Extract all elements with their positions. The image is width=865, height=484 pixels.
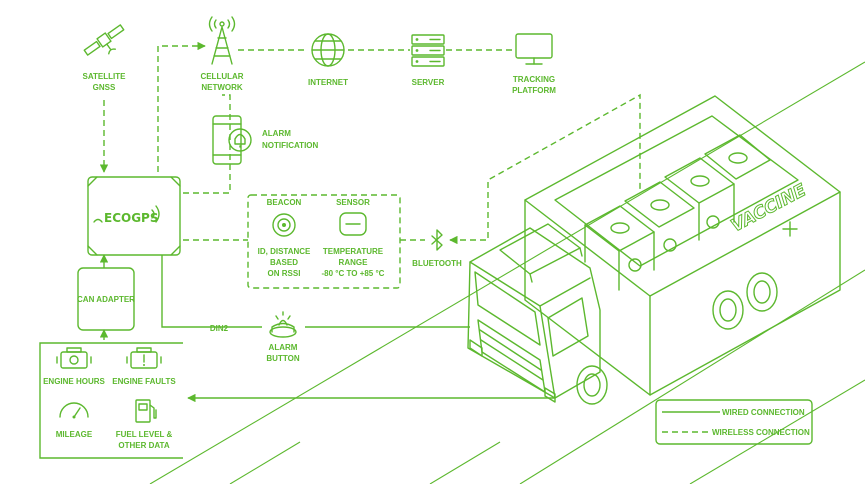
cellular-label-line2: NETWORK (201, 83, 243, 92)
beacon-line2: BASED (270, 258, 298, 267)
fuel-label-line1: FUEL LEVEL & (116, 430, 173, 439)
tracker-device-icon (87, 176, 181, 256)
beacon-line1: ID, DISTANCE (258, 247, 311, 256)
road (149, 61, 865, 484)
engine-faults-item: ENGINE FAULTS (112, 347, 176, 386)
legend-wireless-label: WIRELESS CONNECTION (712, 428, 810, 437)
alarm-button-icon (269, 311, 297, 338)
beacon-node: BEACON ID, DISTANCE BASED ON RSSI (258, 198, 311, 278)
alarm-button-line1: ALARM (269, 343, 298, 352)
tracker-logo: ECOGPS (104, 211, 159, 225)
server-node: SERVER (411, 34, 445, 87)
cargo-text: VACCINE (728, 180, 810, 236)
bluetooth-to-cargo-link (449, 93, 641, 245)
alarm-button-node: ALARM BUTTON (266, 311, 300, 363)
tracking-label-line2: PLATFORM (512, 86, 556, 95)
tracking-platform-node: TRACKING PLATFORM (512, 33, 556, 95)
internet-node: INTERNET (308, 33, 348, 87)
sensor-line3: -80 °C TO +85 °C (322, 269, 385, 278)
tracker-signal-icon (151, 205, 160, 223)
legend-box (655, 399, 813, 445)
cargo-containers (584, 134, 771, 291)
bluetooth-icon (431, 229, 443, 251)
server-label: SERVER (412, 78, 445, 87)
server-icon (411, 34, 445, 67)
alarm-notification-line1: ALARM (262, 129, 291, 138)
globe-icon (311, 33, 345, 67)
satellite-icon (83, 24, 125, 56)
wireless-connections (99, 41, 641, 289)
alarm-button-line2: BUTTON (266, 354, 299, 363)
sensor-line1: TEMPERATURE (323, 247, 384, 256)
can-adapter-node: CAN ADAPTER (77, 267, 135, 331)
sensor-icon (339, 212, 367, 236)
truck-icon: VACCINE (467, 95, 841, 405)
medical-cross-icon (782, 221, 798, 237)
legend: WIRED CONNECTION WIRELESS CONNECTION (655, 399, 813, 445)
tracker-to-alarm-button-link (161, 255, 262, 328)
cellular-node: CELLULAR NETWORK (200, 16, 244, 92)
engine-faults-label: ENGINE FAULTS (112, 377, 176, 386)
satellite-node: SATELLITE GNSS (83, 24, 127, 92)
fuel-level-item: FUEL LEVEL & OTHER DATA (116, 399, 173, 450)
cell-tower-icon (208, 16, 236, 65)
satellite-label-line1: SATELLITE (83, 72, 127, 81)
din2-label: DIN2 (210, 324, 229, 333)
mileage-item: MILEAGE (56, 402, 93, 439)
mileage-label: MILEAGE (56, 430, 93, 439)
gauge-icon (59, 402, 89, 419)
tracker-node: ECOGPS (87, 176, 181, 256)
sensor-title: SENSOR (336, 198, 370, 207)
beacon-title: BEACON (267, 198, 302, 207)
alarm-notification-node: ALARM NOTIFICATION (212, 115, 319, 165)
tracking-label-line1: TRACKING (513, 75, 555, 84)
engine-fault-icon (126, 347, 162, 369)
monitor-icon (515, 33, 553, 65)
beacon-line3: ON RSSI (268, 269, 301, 278)
tracker-to-notification-link (183, 94, 231, 194)
sensor-node: SENSOR TEMPERATURE RANGE -80 °C TO +85 °… (322, 198, 385, 278)
fuel-label-line2: OTHER DATA (118, 441, 169, 450)
satellite-label-line2: GNSS (93, 83, 116, 92)
vehicle-data-bracket (39, 342, 183, 459)
internet-label: INTERNET (308, 78, 348, 87)
phone-bell-icon (212, 115, 252, 165)
legend-wired-label: WIRED CONNECTION (722, 408, 805, 417)
fuel-pump-icon (135, 399, 157, 423)
engine-hours-item: ENGINE HOURS (43, 347, 106, 386)
bluetooth-label: BLUETOOTH (412, 259, 462, 268)
bluetooth-devices-box (247, 194, 401, 289)
bluetooth-node: BLUETOOTH (412, 229, 462, 268)
wired-connections (39, 254, 555, 459)
sensor-line2: RANGE (339, 258, 369, 267)
can-adapter-label: CAN ADAPTER (77, 295, 135, 304)
engine-icon (56, 347, 92, 369)
engine-hours-label: ENGINE HOURS (43, 377, 105, 386)
cellular-label-line1: CELLULAR (200, 72, 243, 81)
beacon-icon (272, 213, 296, 237)
tracker-to-cellular-link (157, 41, 206, 172)
alarm-notification-line2: NOTIFICATION (262, 141, 319, 150)
